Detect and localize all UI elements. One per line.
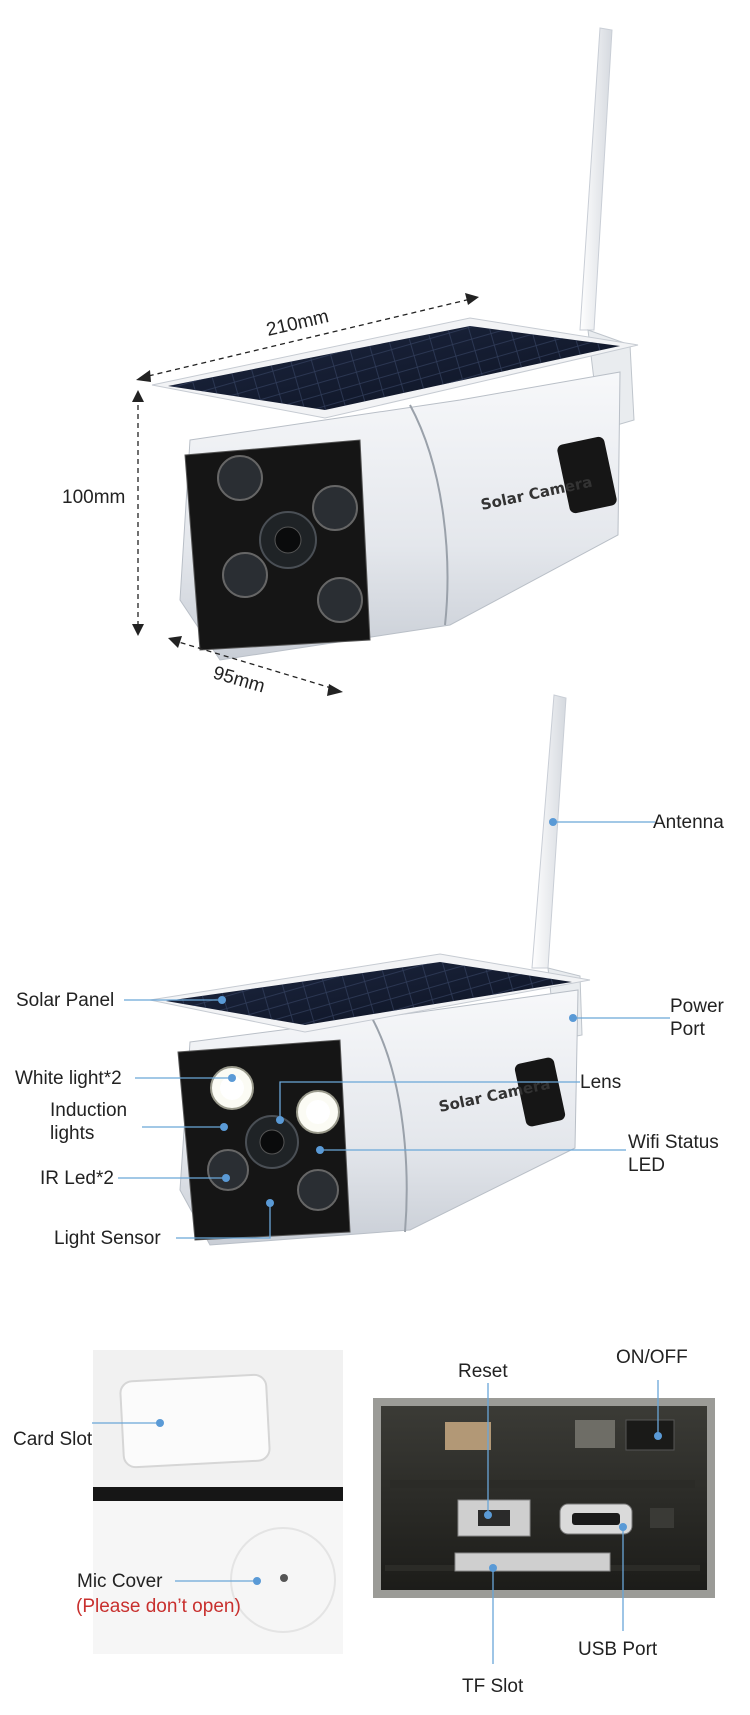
label-white-light: White light*2 <box>15 1068 122 1089</box>
label-mic-cover: Mic Cover <box>77 1571 163 1592</box>
card-slot-view: Card Slot Mic Cover (Please don’t open) <box>13 1350 343 1654</box>
label-power-port-line1: Power <box>670 996 725 1017</box>
label-tf-slot: TF Slot <box>462 1676 524 1697</box>
label-reset: Reset <box>458 1361 508 1382</box>
label-wifi-line1: Wifi Status <box>628 1132 719 1153</box>
camera-dimension-view: Solar Camera 210mm 100mm 95mm <box>62 27 639 698</box>
pcb-view: Reset ON/OFF USB Port TF Slot <box>373 1347 715 1697</box>
label-wifi-line2: LED <box>628 1155 665 1176</box>
label-antenna: Antenna <box>653 812 724 833</box>
camera-parts-view: Solar Camera Antenna Solar Panel Power P… <box>15 694 725 1249</box>
label-usb-port: USB Port <box>578 1639 658 1660</box>
label-ir-led: IR Led*2 <box>40 1168 114 1189</box>
label-lens: Lens <box>580 1072 621 1093</box>
label-on-off: ON/OFF <box>616 1347 688 1368</box>
height-dimension: 100mm <box>62 487 125 508</box>
label-mic-warning: (Please don’t open) <box>76 1596 241 1617</box>
depth-dimension: 95mm <box>211 663 268 698</box>
label-light-sensor: Light Sensor <box>54 1228 161 1249</box>
label-induction-line1: Induction <box>50 1100 127 1121</box>
label-card-slot: Card Slot <box>13 1429 93 1450</box>
label-induction-line2: lights <box>50 1123 94 1144</box>
width-dimension: 210mm <box>264 306 330 341</box>
label-solar-panel: Solar Panel <box>16 990 114 1011</box>
label-power-port-line2: Port <box>670 1019 706 1040</box>
